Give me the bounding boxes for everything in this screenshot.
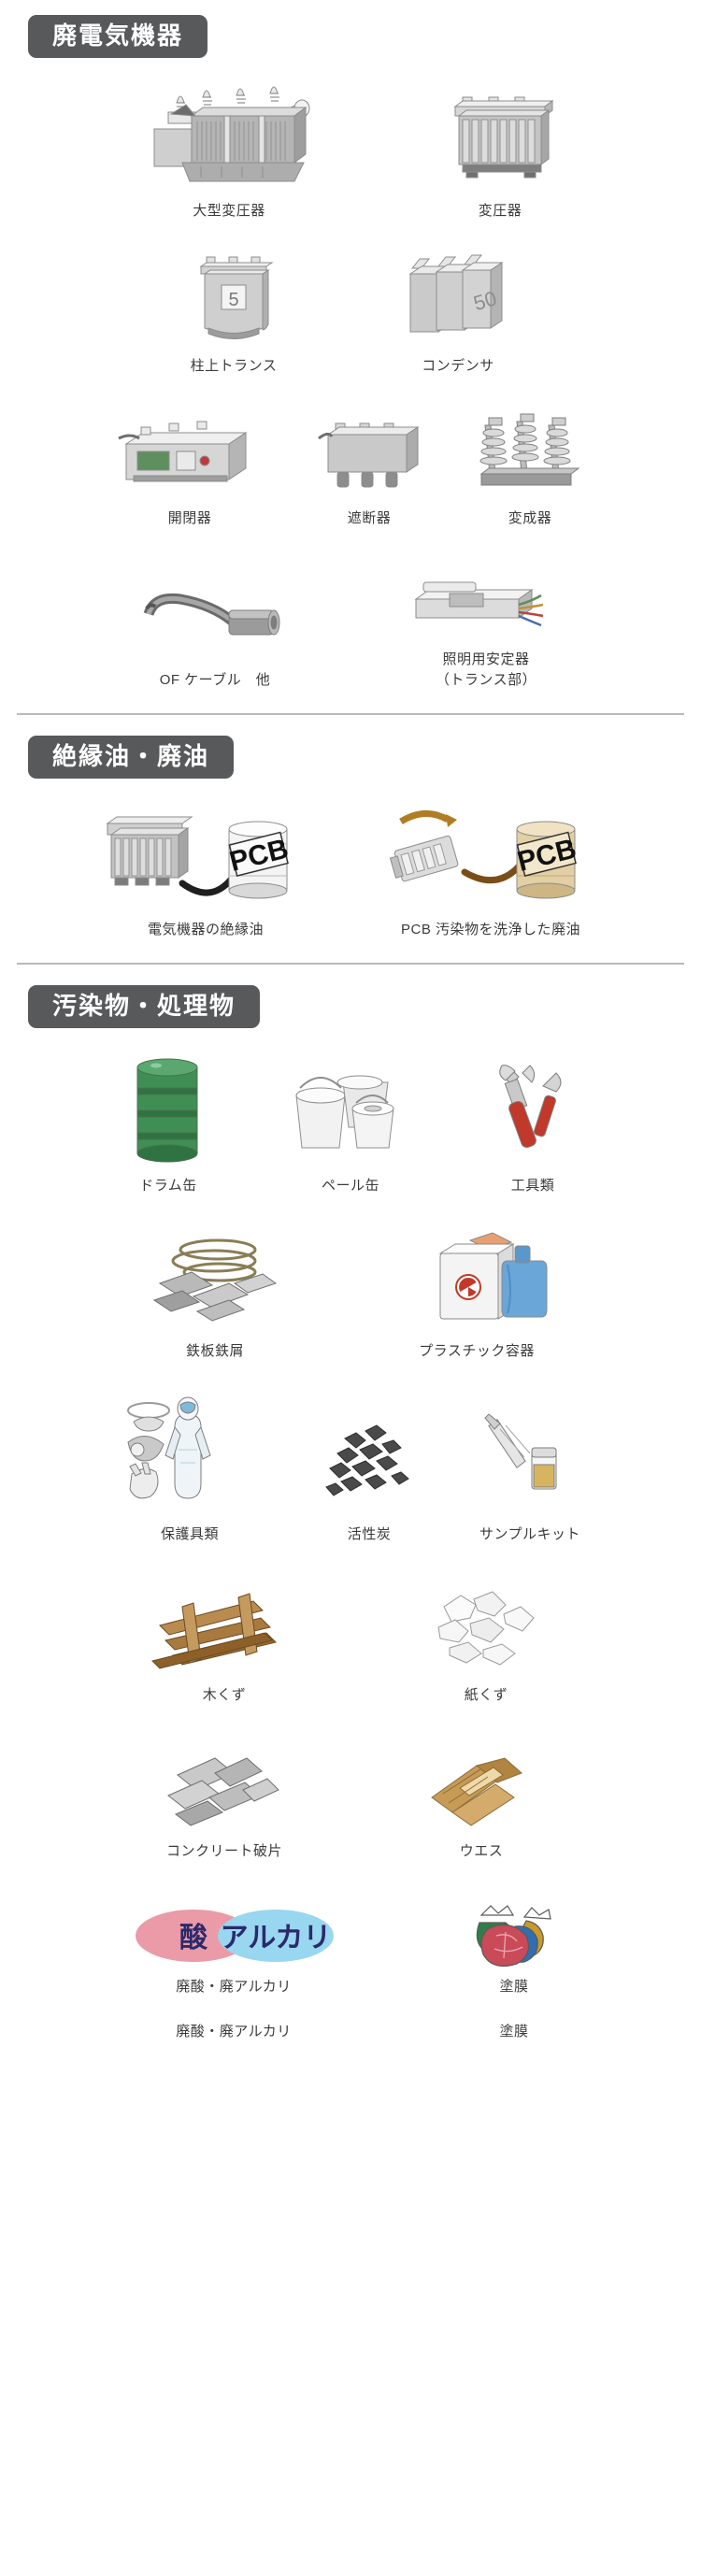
of-cable-icon [136,586,294,661]
svg-text:5: 5 [228,290,238,310]
instrument-transformer-icon [474,410,586,499]
item-label: 照明用安定器 （トランス部） [435,651,537,688]
insulating-oil-icon: PCB [98,803,313,910]
item-drum-can[interactable]: ドラム缶 [117,1054,220,1196]
item-paint-film[interactable]: 塗膜 塗膜 [453,1902,575,2042]
item-transformer[interactable]: 変圧器 [435,84,565,222]
scrap-iron-icon [145,1229,285,1332]
acid-alkali-icon: 酸 アルカリ [126,1902,341,1968]
item-row: 木くず 紙く [24,1582,677,1706]
item-sample-kit[interactable]: サンプルキット [474,1394,586,1545]
item-label-secondary: 塗膜 [499,2024,529,2039]
item-row: PCB 電気機器の絶縁油 [24,803,677,940]
item-capacitor[interactable]: 50 コンデンサ [397,253,519,377]
item-waste-oil[interactable]: PCB PCB 汚染物を洗浄した廃油 [379,803,603,940]
item-label: 電気機器の絶縁油 [147,921,264,937]
switchgear-icon [115,410,265,499]
protective-gear-icon [115,1394,265,1515]
item-label: ウエス [459,1842,504,1859]
item-circuit-breaker[interactable]: 遮断器 [313,410,425,529]
item-label: 工具類 [510,1177,555,1194]
activated-carbon-icon [313,1394,425,1515]
item-acid-alkali[interactable]: 酸 アルカリ 廃酸・廃アルカリ 廃酸・廃アルカリ [126,1902,341,2042]
item-label: ペール缶 [321,1177,379,1194]
item-of-cable[interactable]: OF ケーブル 他 [136,586,294,691]
item-label: 開閉器 [167,509,212,526]
waste-cloth-icon [411,1743,551,1832]
tools-icon [481,1054,584,1166]
item-paper-scraps[interactable]: 紙くず [416,1582,556,1706]
item-row: ドラム缶 [24,1054,677,1196]
item-row: OF ケーブル 他 [24,565,677,691]
item-label: プラスチック容器 [419,1343,535,1360]
item-protective-gear[interactable]: 保護具類 [115,1394,265,1545]
item-row: 開閉器 遮断器 [24,410,677,529]
item-row: 5 柱上トランス [24,253,677,377]
drum-can-icon [117,1054,220,1166]
item-row: コンクリート破片 ウエス [24,1743,677,1862]
item-label: 塗膜 [499,1979,529,1996]
item-label: 鉄板鉄屑 [185,1343,244,1360]
item-row: 酸 アルカリ 廃酸・廃アルカリ 廃酸・廃アルカリ [24,1902,677,2042]
item-row: 鉄板鉄屑 [24,1229,677,1362]
pail-can-icon [285,1054,416,1166]
sample-kit-icon [474,1394,586,1515]
circuit-breaker-icon [313,410,425,499]
section-divider [17,962,684,965]
item-label: PCB 汚染物を洗浄した廃油 [400,921,580,937]
large-transformer-icon [136,84,322,192]
paint-film-icon [453,1902,575,1968]
section-insulating-oil: 絶縁油・廃油 [0,721,701,940]
item-wood-chips[interactable]: 木くず [145,1582,304,1706]
wood-chips-icon [145,1582,304,1676]
capacitor-icon: 50 [397,253,519,347]
section-contaminated-materials: 汚染物・処理物 ドラム缶 [0,970,701,2042]
item-pail-can[interactable]: ペール缶 [285,1054,416,1196]
item-lighting-ballast[interactable]: 照明用安定器 （トランス部） [407,565,565,691]
pole-transformer-icon: 5 [182,253,285,347]
item-label: 大型変圧器 [193,203,265,219]
transformer-icon [435,84,565,192]
lighting-ballast-icon [407,565,565,640]
item-instrument-transformer[interactable]: 変成器 [474,410,586,529]
item-row: 保護具類 活性炭 [24,1394,677,1545]
item-label: コンデンサ [422,357,494,374]
item-label: コンクリート破片 [165,1842,282,1859]
section-title: 絶縁油・廃油 [28,735,235,779]
item-label: サンプルキット [479,1526,581,1542]
svg-text:酸: 酸 [179,1923,208,1953]
item-activated-carbon[interactable]: 活性炭 [313,1394,425,1545]
item-label: 柱上トランス [190,357,278,374]
item-label-secondary: 廃酸・廃アルカリ [176,2024,292,2039]
item-label: ドラム缶 [139,1177,197,1194]
section-title: 廃電気機器 [28,15,208,58]
item-label: OF ケーブル 他 [159,672,271,688]
waste-oil-icon: PCB [379,803,603,910]
item-label: 変成器 [508,509,552,526]
svg-text:アルカリ: アルカリ [221,1923,332,1953]
item-label: 変圧器 [478,203,522,219]
item-row: 大型変圧器 [24,84,677,222]
paper-scraps-icon [416,1582,556,1676]
plastic-container-icon [397,1229,556,1332]
item-tools[interactable]: 工具類 [481,1054,584,1196]
item-label: 木くず [202,1686,247,1703]
item-label: 遮断器 [347,509,392,526]
item-pole-transformer[interactable]: 5 柱上トランス [182,253,285,377]
concrete-debris-icon [150,1743,299,1832]
item-insulating-oil[interactable]: PCB 電気機器の絶縁油 [98,803,313,940]
item-label: 紙くず [464,1686,508,1703]
item-label: 保護具類 [160,1526,219,1542]
item-switchgear[interactable]: 開閉器 [115,410,265,529]
section-title: 汚染物・処理物 [28,984,261,1028]
section-waste-electrical-equipment: 廃電気機器 [0,0,701,691]
section-divider [17,712,684,715]
item-scrap-iron[interactable]: 鉄板鉄屑 [145,1229,285,1362]
item-waste-cloth[interactable]: ウエス [411,1743,551,1862]
item-label: 廃酸・廃アルカリ [176,1979,292,1996]
item-concrete-debris[interactable]: コンクリート破片 [150,1743,299,1862]
item-plastic-container[interactable]: プラスチック容器 [397,1229,556,1362]
item-label: 活性炭 [347,1526,392,1542]
item-large-transformer[interactable]: 大型変圧器 [136,84,322,222]
